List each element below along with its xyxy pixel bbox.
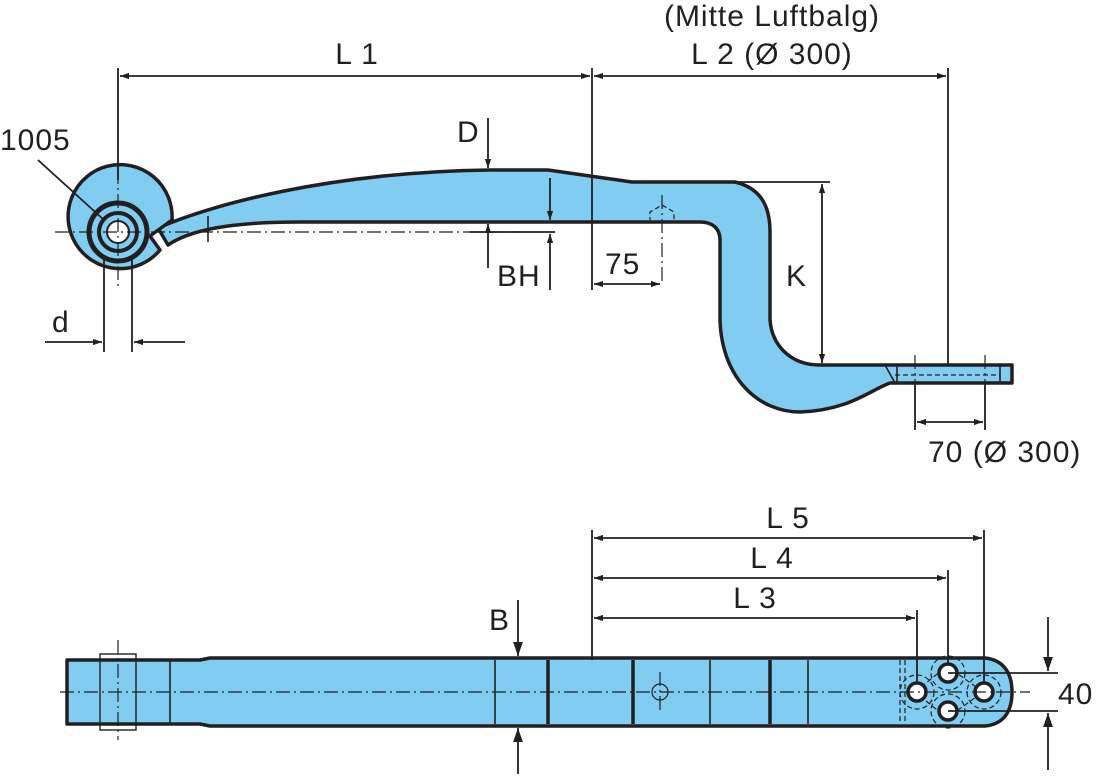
side-view: L 1 (Mitte Luftbalg) L 2 (Ø 300) 1005 D …: [0, 0, 1081, 469]
dim-70-label: 70 (Ø 300): [928, 436, 1081, 469]
spring-arm-side: [156, 168, 1014, 414]
dim-40-label: 40: [1058, 678, 1093, 711]
dim-d-thickness-label: D: [457, 116, 480, 149]
dim-d-diameter-label: d: [52, 306, 70, 339]
spring-eye: [66, 162, 174, 271]
dim-k-label: K: [786, 260, 807, 293]
dim-l3-label: L 3: [733, 582, 777, 615]
spring-arm-top: [65, 656, 1014, 728]
dim-l2-label: L 2 (Ø 300): [691, 38, 853, 71]
dim-b-width-label: B: [489, 604, 510, 637]
dim-l5-label: L 5: [766, 502, 810, 535]
dim-bh-label: BH: [497, 260, 541, 293]
dim-75-label: 75: [605, 248, 640, 281]
airbag-center-note: (Mitte Luftbalg): [664, 0, 880, 33]
eye-reference-label: 1005: [0, 124, 71, 157]
dim-l4-label: L 4: [750, 542, 794, 575]
top-view: L 5 L 4 L 3 B 40: [60, 502, 1093, 774]
dim-l1-label: L 1: [335, 38, 379, 71]
